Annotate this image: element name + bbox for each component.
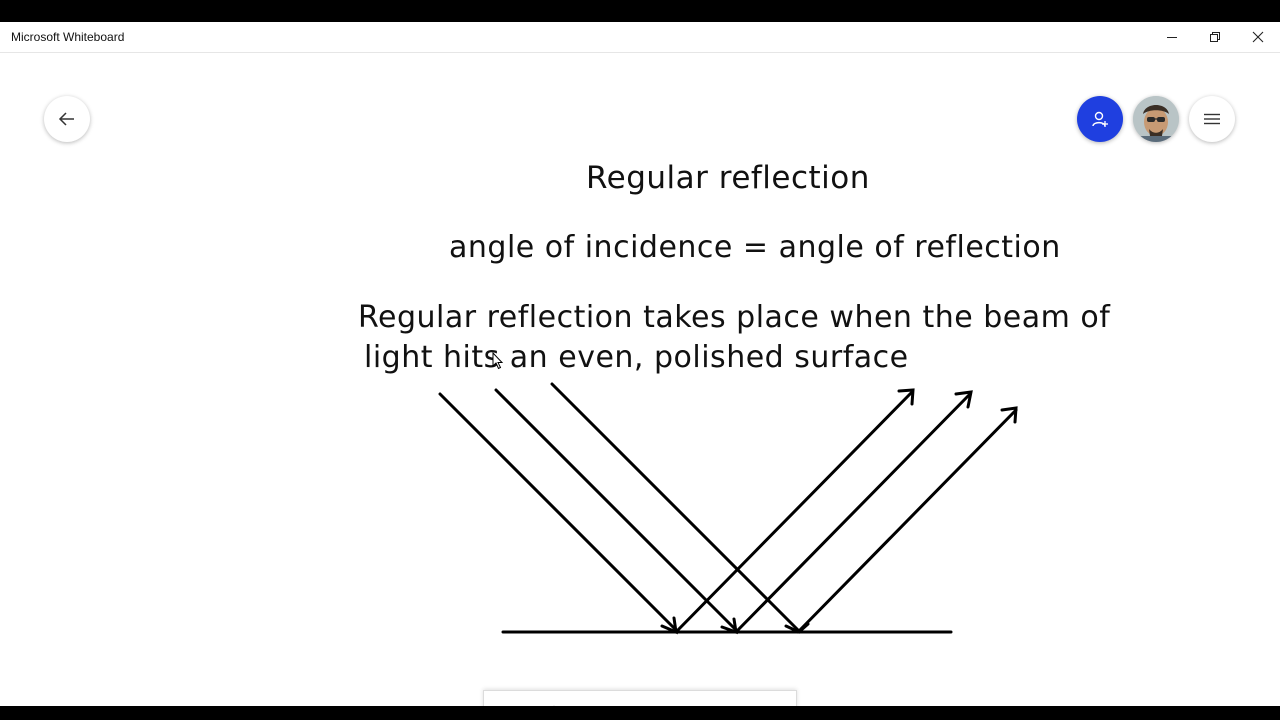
undo-icon — [717, 705, 735, 707]
reflected-ray-3 — [796, 408, 1018, 634]
description-line-2[interactable]: light hits an even, polished surface — [364, 340, 909, 375]
incident-ray-2 — [494, 388, 738, 632]
close-button[interactable] — [1236, 22, 1280, 52]
whiteboard-canvas[interactable]: Regular reflection angle of incidence = … — [0, 52, 1280, 706]
bottom-toolbar — [483, 690, 797, 706]
close-icon — [1252, 31, 1264, 43]
note-tool[interactable] — [580, 697, 614, 707]
reflected-arrowhead-2 — [954, 390, 973, 409]
pen-icon — [502, 705, 520, 707]
image-tool[interactable] — [623, 697, 657, 707]
insert-tool[interactable] — [666, 697, 700, 706]
minimize-icon — [1167, 37, 1177, 38]
text-tool[interactable] — [537, 697, 571, 706]
text-icon — [553, 704, 555, 706]
restore-icon — [1210, 32, 1220, 42]
incident-ray-3 — [550, 382, 800, 632]
pen-tool[interactable] — [494, 697, 528, 707]
invite-button[interactable] — [1077, 96, 1123, 142]
reflection-formula[interactable]: angle of incidence = angle of reflection — [449, 230, 1061, 265]
description-line-1[interactable]: Regular reflection takes place when the … — [358, 300, 1111, 335]
image-icon — [631, 705, 649, 707]
undo-tool[interactable] — [709, 697, 743, 707]
add-person-icon — [1092, 111, 1108, 127]
redo-tool[interactable] — [752, 697, 786, 707]
menu-button[interactable] — [1189, 96, 1235, 142]
reflected-arrowhead-1 — [897, 388, 915, 406]
mouse-cursor-icon — [492, 352, 504, 370]
user-avatar[interactable] — [1133, 96, 1179, 142]
title-bar: Microsoft Whiteboard — [0, 22, 1280, 53]
whiteboard-window: Microsoft Whiteboard — [0, 22, 1280, 706]
reflected-ray-2 — [734, 392, 972, 634]
redo-icon — [760, 705, 778, 707]
reflected-arrowhead-3 — [1000, 406, 1018, 424]
board-title[interactable]: Regular reflection — [586, 160, 870, 196]
reflection-diagram[interactable] — [0, 52, 1280, 706]
incident-ray-1 — [438, 392, 678, 632]
restore-button[interactable] — [1193, 22, 1237, 52]
plus-box-icon — [675, 705, 691, 706]
avatar-image — [1133, 96, 1179, 142]
sticky-note-icon — [588, 705, 606, 707]
hamburger-icon — [1204, 113, 1220, 125]
back-arrow-icon — [58, 112, 74, 126]
app-title: Microsoft Whiteboard — [11, 30, 125, 44]
reflected-ray-1 — [674, 390, 914, 634]
back-button[interactable] — [44, 96, 90, 142]
minimize-button[interactable] — [1150, 22, 1194, 52]
